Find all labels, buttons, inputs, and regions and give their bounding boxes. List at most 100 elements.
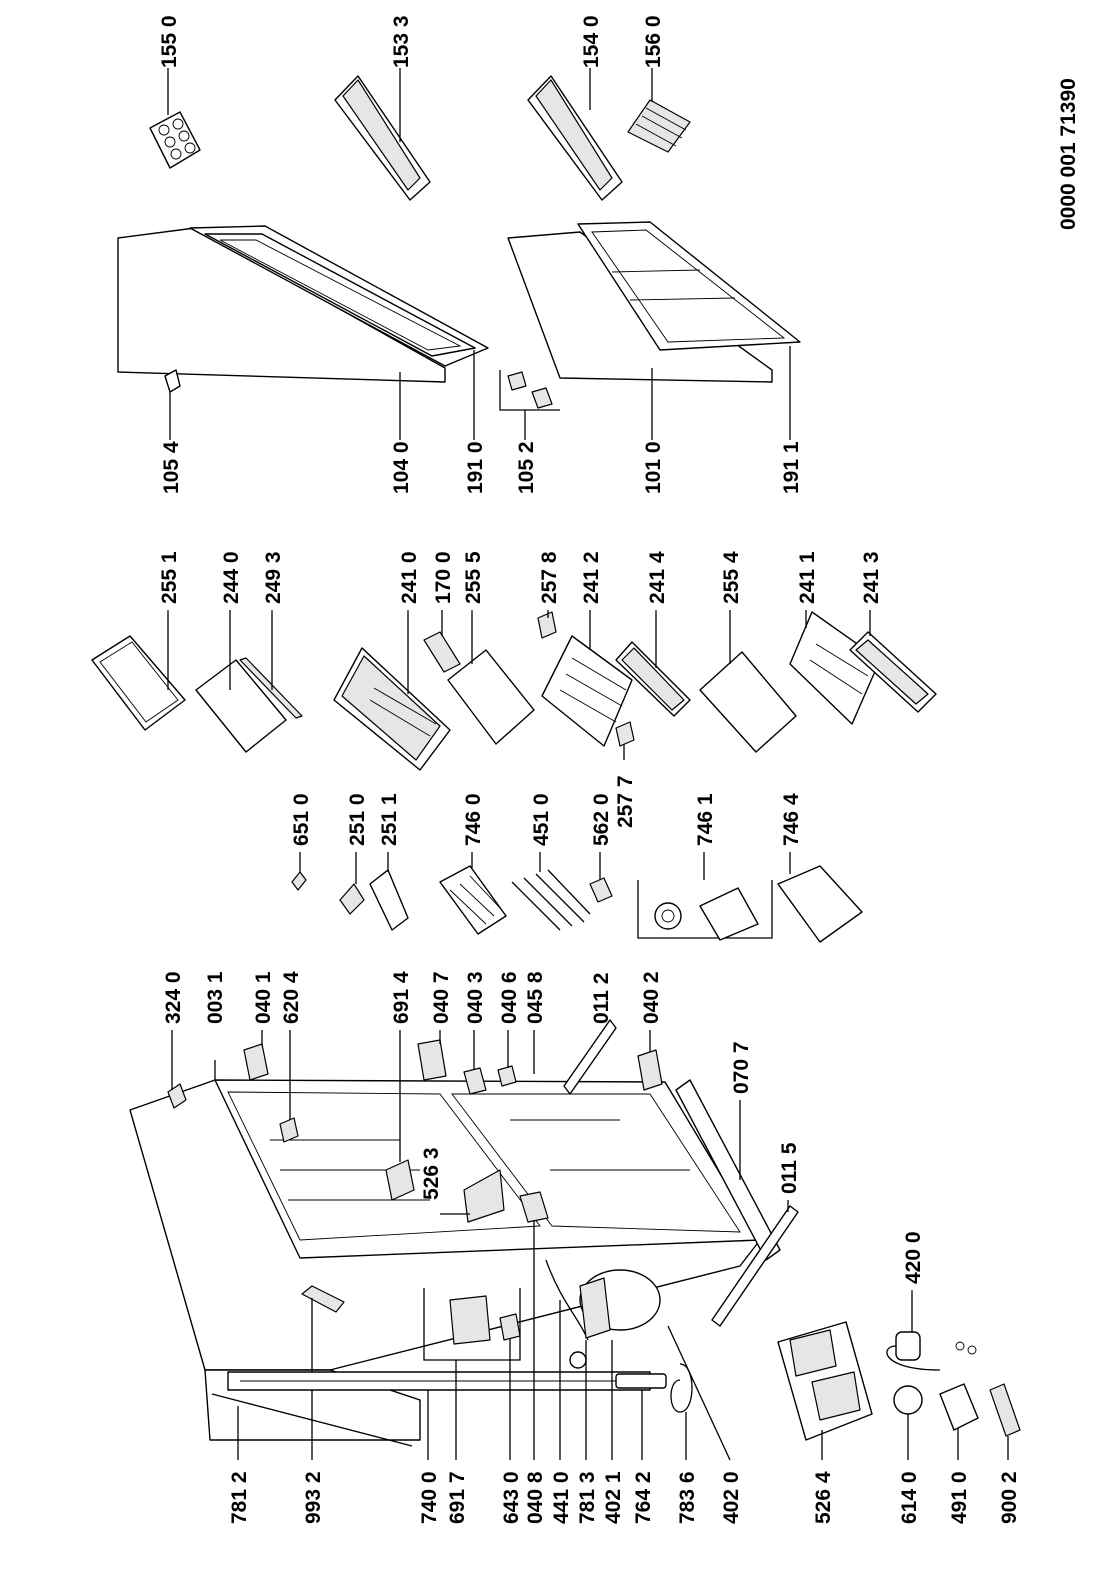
label-105-4: 105 4 bbox=[160, 441, 183, 494]
label-040-1: 040 1 bbox=[252, 971, 275, 1024]
part-sensor-562-0 bbox=[589, 852, 613, 903]
label-011-2: 011 2 bbox=[590, 973, 613, 1024]
part-condenser-740-0 bbox=[227, 1371, 651, 1460]
part-hinge-040-1 bbox=[243, 1030, 269, 1081]
label-191-0: 191 0 bbox=[464, 441, 487, 494]
part-strip-011-5 bbox=[711, 1200, 799, 1327]
label-249-3: 249 3 bbox=[262, 551, 285, 604]
part-thermostat-526-3 bbox=[440, 1169, 505, 1223]
part-egg-tray-155-0 bbox=[149, 68, 201, 169]
label-993-2: 993 2 bbox=[302, 1471, 325, 1524]
part-plate-040-6 bbox=[497, 1030, 517, 1087]
label-040-8: 040 8 bbox=[524, 1471, 547, 1524]
label-153-3: 153 3 bbox=[390, 15, 413, 68]
label-783-6: 783 6 bbox=[676, 1471, 699, 1524]
label-155-0: 155 0 bbox=[158, 15, 181, 68]
label-045-8: 045 8 bbox=[524, 971, 547, 1024]
part-hinge-kit-105-2 bbox=[499, 370, 560, 440]
part-clip-783-6 bbox=[670, 1363, 693, 1460]
part-lamp-651-0 bbox=[291, 852, 307, 891]
label-105-2: 105 2 bbox=[515, 441, 538, 494]
part-drawer-front-241-4 bbox=[615, 610, 691, 717]
part-ice-tray-156-0 bbox=[627, 68, 691, 153]
label-255-5: 255 5 bbox=[462, 551, 485, 604]
part-dryer-764-2 bbox=[615, 1373, 667, 1460]
part-glass-cover-255-4 bbox=[699, 610, 797, 753]
label-241-0: 241 0 bbox=[398, 551, 421, 604]
part-part-620-4 bbox=[279, 1030, 299, 1143]
label-746-1: 746 1 bbox=[694, 793, 717, 846]
label-154-0: 154 0 bbox=[580, 15, 603, 68]
part-freezer-drawer-241-2 bbox=[541, 610, 633, 747]
part-clip-257-7 bbox=[615, 721, 635, 760]
label-011-5: 011 5 bbox=[778, 1142, 801, 1194]
label-764-2: 764 2 bbox=[632, 1471, 655, 1524]
label-257-7: 257 7 bbox=[614, 775, 637, 828]
label-441-0: 441 0 bbox=[550, 1471, 573, 1524]
label-251-1: 251 1 bbox=[378, 793, 401, 846]
part-glass-shelf-255-1 bbox=[91, 610, 186, 731]
label-900-2: 900 2 bbox=[998, 1471, 1021, 1524]
part-lamp-cover-251-1 bbox=[369, 852, 409, 931]
label-156-0: 156 0 bbox=[642, 15, 665, 68]
label-255-1: 255 1 bbox=[158, 551, 181, 604]
part-crisper-drawer-241-0 bbox=[333, 610, 451, 771]
label-402-1: 402 1 bbox=[602, 1471, 625, 1524]
part-evaporator-746-0 bbox=[439, 852, 507, 935]
label-104-0: 104 0 bbox=[390, 441, 413, 494]
label-781-3: 781 3 bbox=[576, 1471, 599, 1524]
part-glass-shelf-244-0 bbox=[195, 610, 287, 753]
part-grille-691-4 bbox=[385, 1030, 415, 1201]
label-491-0: 491 0 bbox=[948, 1471, 971, 1524]
part-hinge-040-7 bbox=[417, 1030, 447, 1081]
document-code: 0000 001 71390 bbox=[1057, 78, 1080, 230]
part-plate-643-0 bbox=[499, 1313, 521, 1460]
part-fridge-door-104-0 bbox=[117, 225, 489, 440]
label-040-2: 040 2 bbox=[640, 971, 663, 1024]
part-freezer-drawer-241-1 bbox=[789, 610, 881, 725]
part-bracket-040-8 bbox=[519, 1191, 549, 1460]
label-241-2: 241 2 bbox=[580, 551, 603, 604]
part-fan-cover-746-4 bbox=[777, 852, 863, 943]
label-101-0: 101 0 bbox=[642, 441, 665, 494]
label-040-3: 040 3 bbox=[464, 971, 487, 1024]
label-740-0: 740 0 bbox=[418, 1471, 441, 1524]
label-251-0: 251 0 bbox=[346, 793, 369, 846]
label-420-0: 420 0 bbox=[902, 1231, 925, 1284]
label-191-1: 191 1 bbox=[780, 441, 803, 494]
part-cabinet-003-1 bbox=[129, 1060, 761, 1371]
part-shelf-trim-249-3 bbox=[239, 610, 303, 719]
part-freezer-door-101-0 bbox=[507, 221, 801, 440]
label-170-0: 170 0 bbox=[432, 551, 455, 604]
label-241-3: 241 3 bbox=[860, 551, 883, 604]
label-562-0: 562 0 bbox=[590, 793, 613, 846]
label-620-4: 620 4 bbox=[280, 971, 303, 1024]
label-526-4: 526 4 bbox=[812, 1471, 835, 1524]
part-door-balcony-154-0 bbox=[527, 68, 623, 201]
part-fan-assembly-746-1 bbox=[637, 852, 773, 941]
part-hinge-cover-324-0 bbox=[167, 1030, 187, 1109]
part-relay-kit-526-4 bbox=[777, 1321, 873, 1460]
part-capacitor-420-0 bbox=[886, 1290, 977, 1371]
label-244-0: 244 0 bbox=[220, 551, 243, 604]
label-691-4: 691 4 bbox=[390, 971, 413, 1024]
label-040-7: 040 7 bbox=[430, 971, 453, 1024]
part-hinge-040-2 bbox=[637, 1030, 663, 1091]
part-compressor-402-0 bbox=[667, 1325, 731, 1461]
label-241-1: 241 1 bbox=[796, 551, 819, 604]
label-255-4: 255 4 bbox=[720, 551, 743, 604]
part-heater-451-0 bbox=[511, 852, 591, 931]
label-746-0: 746 0 bbox=[462, 793, 485, 846]
part-clip-257-8 bbox=[537, 610, 557, 639]
label-651-0: 651 0 bbox=[290, 793, 313, 846]
label-691-7: 691 7 bbox=[446, 1471, 469, 1524]
part-door-balcony-153-3 bbox=[334, 68, 431, 201]
label-324-0: 324 0 bbox=[162, 971, 185, 1024]
part-relay-614-0 bbox=[893, 1385, 923, 1460]
part-crisper-cover-255-5 bbox=[447, 610, 535, 745]
label-746-4: 746 4 bbox=[780, 793, 803, 846]
part-cover-251-0 bbox=[339, 852, 365, 915]
part-cover-170-0 bbox=[423, 610, 461, 673]
label-003-1: 003 1 bbox=[204, 971, 227, 1024]
